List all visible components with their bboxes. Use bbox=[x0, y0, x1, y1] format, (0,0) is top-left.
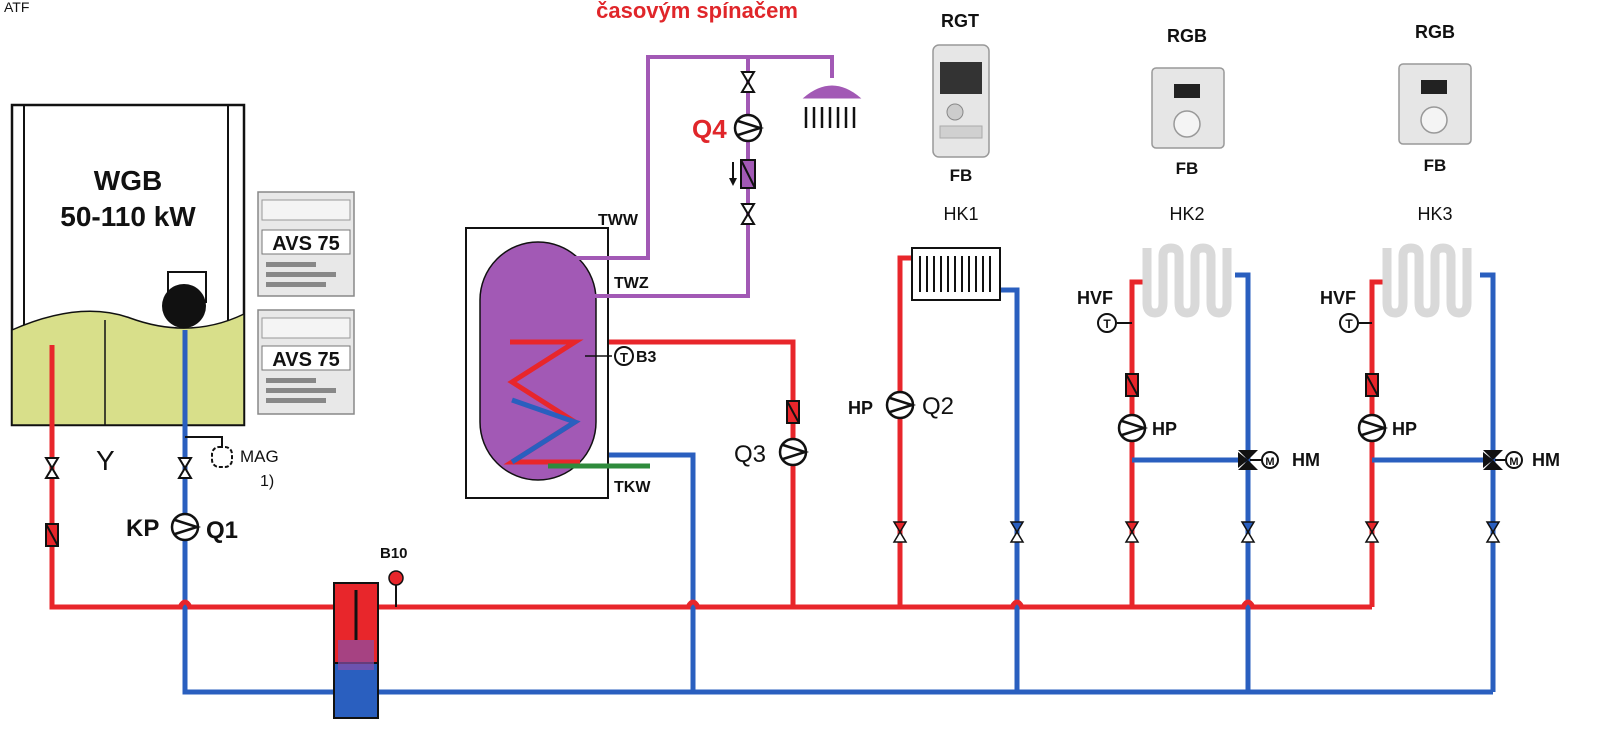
check-valve-icon bbox=[1125, 373, 1139, 397]
hk3-sensor: T HVF bbox=[1320, 288, 1372, 333]
hk1-label: HK1 bbox=[943, 204, 978, 224]
return-pipes bbox=[182, 272, 1496, 695]
svg-text:T: T bbox=[1103, 317, 1111, 331]
kp-label: KP bbox=[126, 515, 159, 542]
sensor-b10: B10 bbox=[380, 545, 408, 607]
floor-heating-hk2 bbox=[1147, 248, 1227, 313]
valve-icon bbox=[45, 457, 59, 479]
svg-text:M: M bbox=[1509, 456, 1518, 468]
svg-text:RGB: RGB bbox=[1415, 22, 1455, 42]
check-valve-icon bbox=[1365, 373, 1379, 397]
drain-icon: Y bbox=[96, 445, 115, 476]
hvf-label: HVF bbox=[1320, 288, 1356, 308]
corner-label: ATF bbox=[4, 0, 29, 15]
hk2-hp-label: HP bbox=[1152, 419, 1177, 439]
check-valve-q4 bbox=[729, 159, 756, 189]
hvf-label: HVF bbox=[1077, 288, 1113, 308]
sensor-b10-label: B10 bbox=[380, 545, 408, 562]
hydraulic-separator bbox=[333, 582, 379, 719]
pump-hp-icon bbox=[1117, 413, 1147, 443]
valve-icon bbox=[893, 521, 907, 543]
radiator-hk1 bbox=[911, 247, 1001, 301]
boiler-name: WGB bbox=[94, 165, 162, 196]
controller-avs75-top: AVS 75 bbox=[257, 191, 355, 297]
supply-pipes bbox=[49, 255, 1385, 610]
pipe-crossings bbox=[177, 599, 1256, 609]
valve-icon bbox=[178, 457, 192, 479]
check-valve-icon bbox=[45, 523, 59, 547]
room-unit-rgb-hk3: RGB FB HK3 bbox=[1398, 22, 1472, 224]
controller-label: AVS 75 bbox=[272, 349, 339, 371]
tkw-label: TKW bbox=[614, 479, 651, 496]
svg-text:FB: FB bbox=[1424, 156, 1447, 175]
svg-text:RGT: RGT bbox=[941, 11, 979, 31]
svg-text:FB: FB bbox=[950, 166, 973, 185]
hk3-label: HK3 bbox=[1417, 204, 1452, 224]
diagram-title: časovým spínačem bbox=[596, 0, 798, 23]
valve-icon bbox=[1365, 521, 1379, 543]
mag-label: MAG bbox=[240, 447, 279, 466]
pump-q4-icon bbox=[733, 113, 763, 143]
valve-icon bbox=[1010, 521, 1024, 543]
hk3-hp-label: HP bbox=[1392, 419, 1417, 439]
valve-icon bbox=[1486, 521, 1500, 543]
mixer-hk2: M HM bbox=[1238, 450, 1320, 470]
q1-label: Q1 bbox=[206, 517, 238, 544]
controller-avs75-bottom: AVS 75 bbox=[257, 309, 355, 415]
pump-hp-icon bbox=[1357, 413, 1387, 443]
twz-label: TWZ bbox=[614, 275, 649, 292]
svg-text:T: T bbox=[620, 350, 628, 365]
dhw-storage-tank bbox=[465, 227, 650, 499]
hk2-sensor: T HVF bbox=[1077, 288, 1132, 333]
room-unit-rgt: RGT FB HK1 bbox=[932, 11, 990, 224]
hk2-hm-label: HM bbox=[1292, 450, 1320, 470]
note-label: 1) bbox=[260, 473, 274, 490]
q3-label: Q3 bbox=[734, 441, 766, 468]
floor-heating-hk3 bbox=[1387, 248, 1467, 313]
valve-icon bbox=[1241, 521, 1255, 543]
burner-icon bbox=[162, 284, 206, 328]
svg-text:T: T bbox=[1345, 317, 1353, 331]
shower-icon bbox=[802, 85, 862, 128]
pump-q3-icon bbox=[778, 437, 808, 467]
hk3-hm-label: HM bbox=[1532, 450, 1560, 470]
mixer-hk3: M HM bbox=[1483, 450, 1560, 470]
sensor-b3: T B3 bbox=[585, 346, 657, 366]
svg-text:RGB: RGB bbox=[1167, 26, 1207, 46]
valve-icon bbox=[1125, 521, 1139, 543]
pump-q2-icon bbox=[885, 390, 915, 420]
svg-text:M: M bbox=[1265, 456, 1274, 468]
hk1-hp-label: HP bbox=[848, 398, 873, 418]
check-valve-icon bbox=[786, 400, 800, 424]
controller-label: AVS 75 bbox=[272, 233, 339, 255]
tww-label: TWW bbox=[598, 212, 639, 229]
expansion-vessel bbox=[185, 436, 233, 468]
b3-label: B3 bbox=[636, 349, 657, 366]
q2-label: Q2 bbox=[922, 393, 954, 420]
pump-kp-icon bbox=[170, 512, 200, 542]
boiler-power: 50-110 kW bbox=[60, 201, 196, 232]
q4-label: Q4 bbox=[692, 114, 727, 144]
valve-icon bbox=[741, 203, 755, 225]
hk2-label: HK2 bbox=[1169, 204, 1204, 224]
boiler: WGB 50-110 kW bbox=[10, 103, 246, 427]
room-unit-rgb-hk2: RGB FB HK2 bbox=[1151, 26, 1225, 224]
valve-icon bbox=[741, 71, 755, 93]
svg-text:FB: FB bbox=[1176, 159, 1199, 178]
